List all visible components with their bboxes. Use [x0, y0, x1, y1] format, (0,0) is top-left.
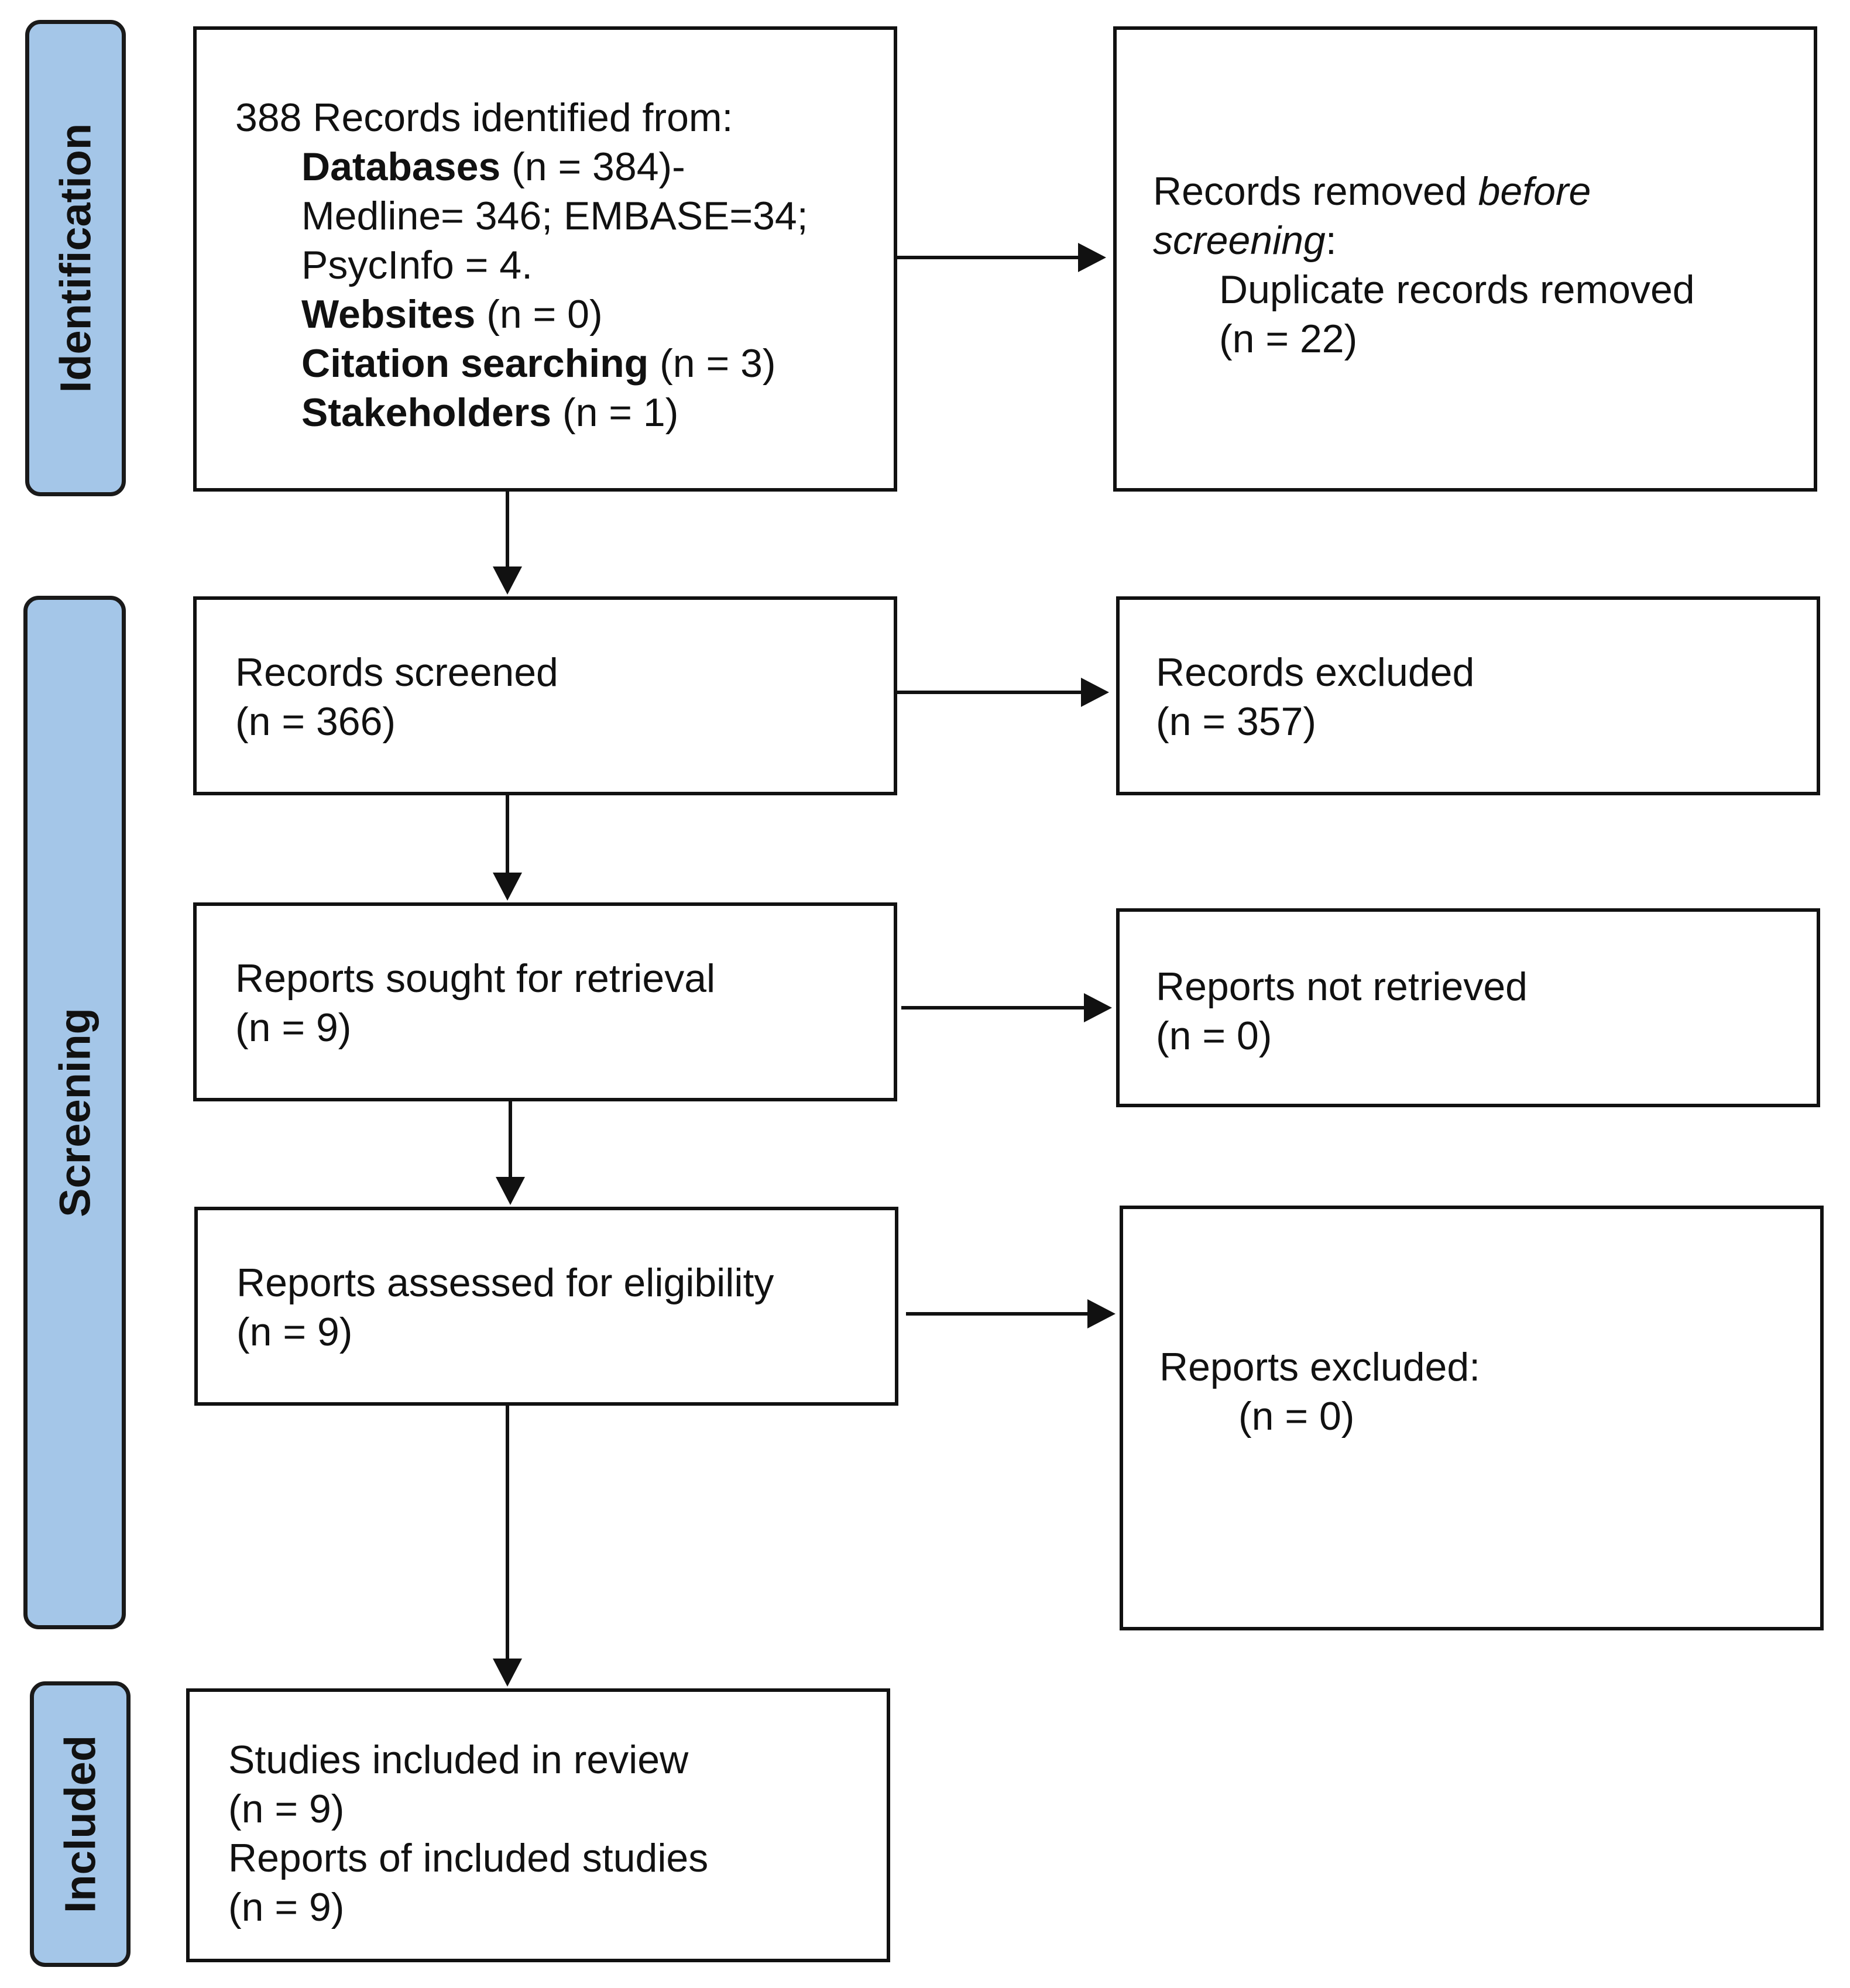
records-identified-line: 388 Records identified from:: [235, 95, 733, 140]
reports-assessed-title: Reports assessed for eligibility: [236, 1261, 774, 1305]
reports-excluded-text: Reports excluded: (n = 0): [1159, 1342, 1480, 1441]
databases-value: (n = 384)-: [500, 145, 685, 189]
websites-value: (n = 0): [475, 292, 603, 337]
citation-value: (n = 3): [648, 341, 776, 386]
stakeholders-line: Stakeholders (n = 1): [235, 388, 808, 437]
reports-assessed-count: (n = 9): [236, 1310, 353, 1354]
records-excluded-title: Records excluded: [1156, 650, 1475, 695]
records-excluded-text: Records excluded (n = 357): [1156, 648, 1474, 746]
arrowhead-identification-to-screened: [493, 566, 522, 595]
reports-included-title: Reports of included studies: [228, 1836, 709, 1880]
databases-detail-1: Medline= 346; EMBASE=34;: [301, 194, 808, 238]
studies-included-title: Studies included in review: [228, 1738, 689, 1782]
arrowhead-sought-to-not-retrieved: [1084, 993, 1112, 1022]
reports-excluded-box: Reports excluded: (n = 0): [1120, 1206, 1824, 1630]
reports-sought-box: Reports sought for retrieval (n = 9): [193, 902, 897, 1101]
records-screened-title: Records screened: [235, 650, 558, 695]
reports-excluded-count: (n = 0): [1238, 1394, 1355, 1438]
removed-line-1: Records removed before: [1153, 167, 1695, 216]
stakeholders-value: (n = 1): [551, 390, 679, 435]
removed-prefix: Records removed: [1153, 169, 1478, 214]
removed-italic-before: before: [1478, 169, 1591, 214]
records-removed-text: Records removed before screening: Duplic…: [1153, 167, 1695, 363]
removed-colon: :: [1325, 218, 1337, 263]
websites-line: Websites (n = 0): [235, 290, 808, 339]
phase-identification: Identification: [25, 20, 126, 496]
reports-assessed-box: Reports assessed for eligibility (n = 9): [194, 1207, 898, 1406]
databases-line: Databases (n = 384)-: [235, 142, 808, 191]
citation-label: Citation searching: [301, 341, 649, 386]
arrowhead-assessed-to-reports-excluded: [1087, 1299, 1116, 1328]
duplicate-count: (n = 22): [1219, 317, 1358, 361]
identification-text: 388 Records identified from: Databases (…: [235, 93, 808, 437]
records-excluded-count: (n = 357): [1156, 699, 1317, 744]
arrowhead-sought-to-assessed: [496, 1177, 525, 1205]
studies-included-box: Studies included in review (n = 9) Repor…: [186, 1688, 890, 1962]
studies-included-count: (n = 9): [228, 1787, 345, 1831]
reports-included-count: (n = 9): [228, 1885, 345, 1929]
records-screened-box: Records screened (n = 366): [193, 596, 897, 795]
removed-line-2: screening:: [1153, 216, 1695, 265]
studies-included-text: Studies included in review (n = 9) Repor…: [228, 1735, 708, 1932]
reports-sought-count: (n = 9): [235, 1005, 352, 1050]
identification-box: 388 Records identified from: Databases (…: [193, 26, 897, 492]
websites-label: Websites: [301, 292, 476, 337]
duplicate-line: Duplicate records removed: [1219, 267, 1695, 312]
stakeholders-label: Stakeholders: [301, 390, 552, 435]
databases-label: Databases: [301, 145, 501, 189]
arrowhead-screened-to-excluded: [1081, 678, 1109, 707]
arrowhead-assessed-to-included: [493, 1659, 522, 1687]
phase-included: Included: [30, 1681, 131, 1967]
arrowhead-identification-to-removed: [1078, 243, 1106, 272]
arrowhead-screened-to-sought: [493, 873, 522, 901]
reports-not-retrieved-title: Reports not retrieved: [1156, 964, 1528, 1009]
records-screened-text: Records screened (n = 366): [235, 648, 558, 746]
reports-not-retrieved-count: (n = 0): [1156, 1014, 1272, 1058]
records-screened-count: (n = 366): [235, 699, 396, 744]
reports-sought-text: Reports sought for retrieval (n = 9): [235, 954, 715, 1052]
phase-screening: Screening: [23, 596, 126, 1629]
reports-excluded-title: Reports excluded:: [1159, 1345, 1481, 1389]
removed-italic-screening: screening: [1153, 218, 1326, 263]
records-removed-box: Records removed before screening: Duplic…: [1113, 26, 1817, 492]
reports-assessed-text: Reports assessed for eligibility (n = 9): [236, 1258, 774, 1357]
citation-line: Citation searching (n = 3): [235, 339, 808, 388]
databases-detail-2: PsycInfo = 4.: [301, 243, 533, 287]
reports-not-retrieved-text: Reports not retrieved (n = 0): [1156, 962, 1528, 1060]
reports-sought-title: Reports sought for retrieval: [235, 956, 716, 1001]
reports-not-retrieved-box: Reports not retrieved (n = 0): [1116, 908, 1820, 1107]
records-excluded-box: Records excluded (n = 357): [1116, 596, 1820, 795]
